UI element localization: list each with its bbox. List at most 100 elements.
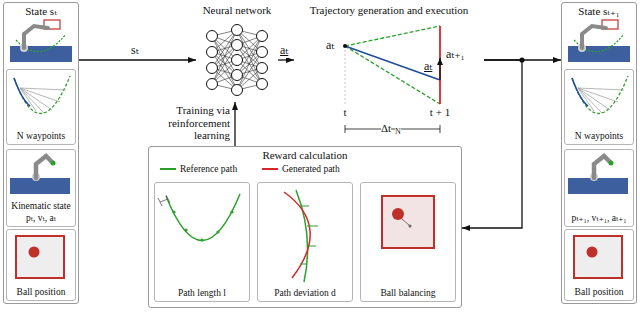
reward-illustrations bbox=[158, 195, 170, 206]
legend-line bbox=[262, 168, 278, 170]
trajectory-plot bbox=[345, 50, 346, 104]
robot-scene bbox=[24, 26, 48, 48]
robot-arm bbox=[10, 178, 70, 194]
node-title: Reward calculation bbox=[262, 149, 347, 162]
ball-board bbox=[29, 247, 40, 258]
reward-item: Ball balancing bbox=[360, 182, 456, 302]
reward-illustrations bbox=[392, 208, 404, 220]
network-graphic bbox=[232, 40, 243, 51]
text-group: Trajectory generation and execution bbox=[294, 4, 484, 17]
reward-illustrations bbox=[284, 192, 310, 278]
reward-illustrations bbox=[184, 228, 187, 231]
reward-illustrations bbox=[216, 230, 219, 233]
reward-illustrations bbox=[382, 196, 434, 248]
trajectory-plot bbox=[343, 26, 440, 133]
waypoint-plot bbox=[20, 88, 66, 90]
text-group: Path deviation d bbox=[258, 288, 352, 299]
reward-illustrations bbox=[308, 246, 316, 247]
text-group: State sₜ bbox=[4, 5, 78, 18]
reward-illustrations bbox=[402, 219, 409, 225]
node-title: Trajectory generation and execution bbox=[310, 4, 469, 17]
state-panel: State sₜ N waypointsKinematic statepₜ, vₜ… bbox=[3, 2, 79, 304]
trajectory-plot bbox=[345, 46, 440, 80]
network-graphic bbox=[207, 63, 218, 74]
text-group: N waypoints bbox=[7, 131, 75, 142]
text-group: Ball position bbox=[565, 287, 633, 298]
waypoint-plot bbox=[20, 88, 36, 111]
state-item: Ball position bbox=[564, 229, 634, 301]
trajectory-plot bbox=[439, 58, 440, 80]
waypoint-plot bbox=[14, 76, 70, 114]
node-text: pₜ, vₜ, aₜ bbox=[26, 213, 56, 224]
edge-label: sₜ bbox=[131, 44, 139, 58]
waypoint-plot bbox=[20, 88, 52, 110]
reward-illustrations bbox=[230, 210, 233, 213]
state-item: N waypoints bbox=[564, 69, 634, 145]
text-group: Reward calculation bbox=[149, 149, 461, 162]
waypoint-plot bbox=[14, 78, 30, 106]
reward-illustrations bbox=[307, 226, 318, 227]
trajectory-plot bbox=[345, 125, 346, 133]
robot-arm bbox=[51, 161, 56, 166]
plot-label: Δt bbox=[381, 122, 391, 134]
legend-text: Reference path bbox=[180, 164, 237, 174]
text-group: Ball position bbox=[7, 287, 75, 298]
text-group: Kinematic statepₜ, vₜ, aₜ bbox=[7, 201, 75, 224]
plot-label: t + 1 bbox=[430, 106, 450, 118]
node-title: State sₜ₊₁ bbox=[578, 5, 619, 18]
network-graphic bbox=[257, 47, 268, 58]
network-graphic bbox=[207, 79, 218, 90]
node-title: pₜ₊₁, vₜ₊₁, aₜ₊₁ bbox=[571, 213, 626, 224]
text-group: pₜ₊₁, vₜ₊₁, aₜ₊₁ bbox=[565, 213, 633, 224]
node-title: Ball balancing bbox=[380, 288, 435, 299]
node-title: N waypoints bbox=[575, 131, 623, 142]
plot-label: aₜ bbox=[424, 60, 432, 73]
trajectory-plot bbox=[345, 46, 440, 104]
network-graphic bbox=[257, 79, 268, 90]
waypoint-plot bbox=[20, 88, 60, 102]
network-graphic bbox=[207, 31, 218, 42]
trajectory-plot bbox=[345, 26, 440, 46]
node-title: N waypoints bbox=[17, 131, 65, 142]
node-title: Kinematic state bbox=[11, 201, 70, 212]
reward-illustrations bbox=[158, 190, 434, 282]
robot-scene bbox=[10, 46, 72, 62]
flow-arrow bbox=[79, 59, 196, 60]
node-title: Ball position bbox=[575, 287, 624, 298]
reward-illustrations bbox=[166, 194, 240, 241]
network-graphic bbox=[207, 47, 218, 58]
trajectory-plot bbox=[343, 44, 347, 48]
legend-item: Generated path bbox=[262, 164, 340, 174]
state-item: Kinematic statepₜ, vₜ, aₜ bbox=[6, 149, 76, 227]
reward-illustrations bbox=[300, 206, 309, 207]
plot-label: aₜ bbox=[326, 39, 334, 52]
waypoint-plot bbox=[20, 88, 44, 113]
legend-line bbox=[160, 168, 176, 170]
state-item: N waypoints bbox=[6, 69, 76, 145]
plot-label: t bbox=[343, 106, 346, 118]
text-group: N waypoints bbox=[565, 131, 633, 142]
network-graphic bbox=[207, 25, 268, 96]
trajectory-plot bbox=[440, 125, 441, 133]
flow-arrow bbox=[234, 102, 235, 146]
trajectory-block: Trajectory generation and execution bbox=[294, 2, 484, 140]
reward-illustrations bbox=[300, 264, 306, 265]
node-title: Path length l bbox=[178, 288, 226, 299]
flow-arrow bbox=[462, 60, 522, 228]
reward-item: Path deviation d bbox=[257, 182, 353, 302]
node-title: Ball position bbox=[17, 287, 66, 298]
ball-board bbox=[16, 236, 64, 278]
state-panel: State sₜ₊₁ N waypoints pₜ₊₁, vₜ₊₁, aₜ₊₁ Bal… bbox=[561, 2, 637, 304]
node-title: State sₜ bbox=[25, 5, 57, 18]
flow-arrow bbox=[278, 59, 294, 60]
trajectory-plot bbox=[345, 129, 440, 130]
network-graphic bbox=[232, 85, 243, 96]
legend-text: Generated path bbox=[282, 164, 340, 174]
network-graphic bbox=[257, 31, 268, 42]
ball-board bbox=[16, 236, 64, 278]
reward-illustrations bbox=[200, 238, 203, 241]
text-group: Ball balancing bbox=[361, 288, 455, 299]
network-graphic bbox=[232, 25, 243, 36]
network-graphic bbox=[232, 70, 243, 81]
